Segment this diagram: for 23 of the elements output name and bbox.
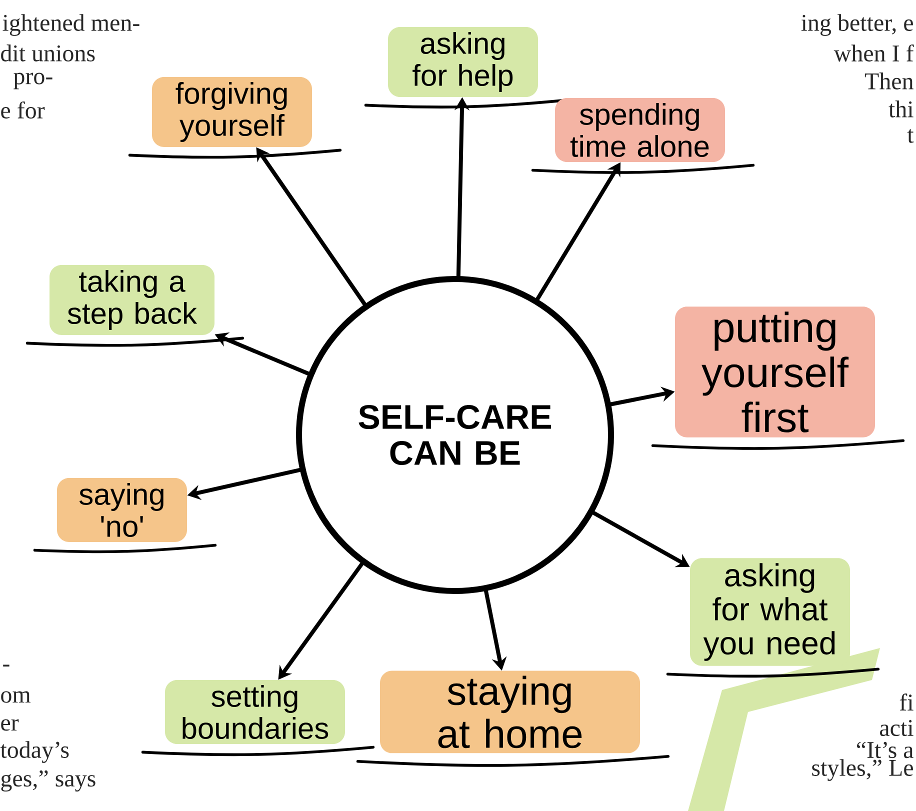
article-text: t xyxy=(907,129,914,143)
highlighted-label: taking a step back xyxy=(26,265,244,347)
highlighted-label: forgiving yourself xyxy=(128,77,342,159)
article-text: e for xyxy=(1,101,45,119)
article-text: ing better, e xyxy=(801,14,913,36)
article-text: er xyxy=(1,719,19,731)
article-text: pro- xyxy=(14,72,52,90)
article-text: today’s xyxy=(0,741,69,763)
article-text: ges,” says xyxy=(1,770,96,792)
article-text: when I f xyxy=(834,44,914,62)
highlighted-label: staying at home xyxy=(356,670,670,767)
article-text: thi xyxy=(888,100,914,118)
highlighted-label: setting boundaries xyxy=(141,680,375,756)
article-text: ightened men- xyxy=(2,14,140,36)
highlighted-label: saying 'no' xyxy=(33,478,217,554)
article-text: - xyxy=(3,664,10,667)
article-text: dit unions xyxy=(1,44,95,62)
highlighted-label: spending time alone xyxy=(531,98,755,174)
article-text: Then xyxy=(864,72,914,90)
article-text: acti xyxy=(880,720,914,736)
highlighted-label: asking for help xyxy=(364,27,568,108)
article-text: om xyxy=(1,691,30,703)
highlighted-label: putting yourself first xyxy=(651,306,905,450)
